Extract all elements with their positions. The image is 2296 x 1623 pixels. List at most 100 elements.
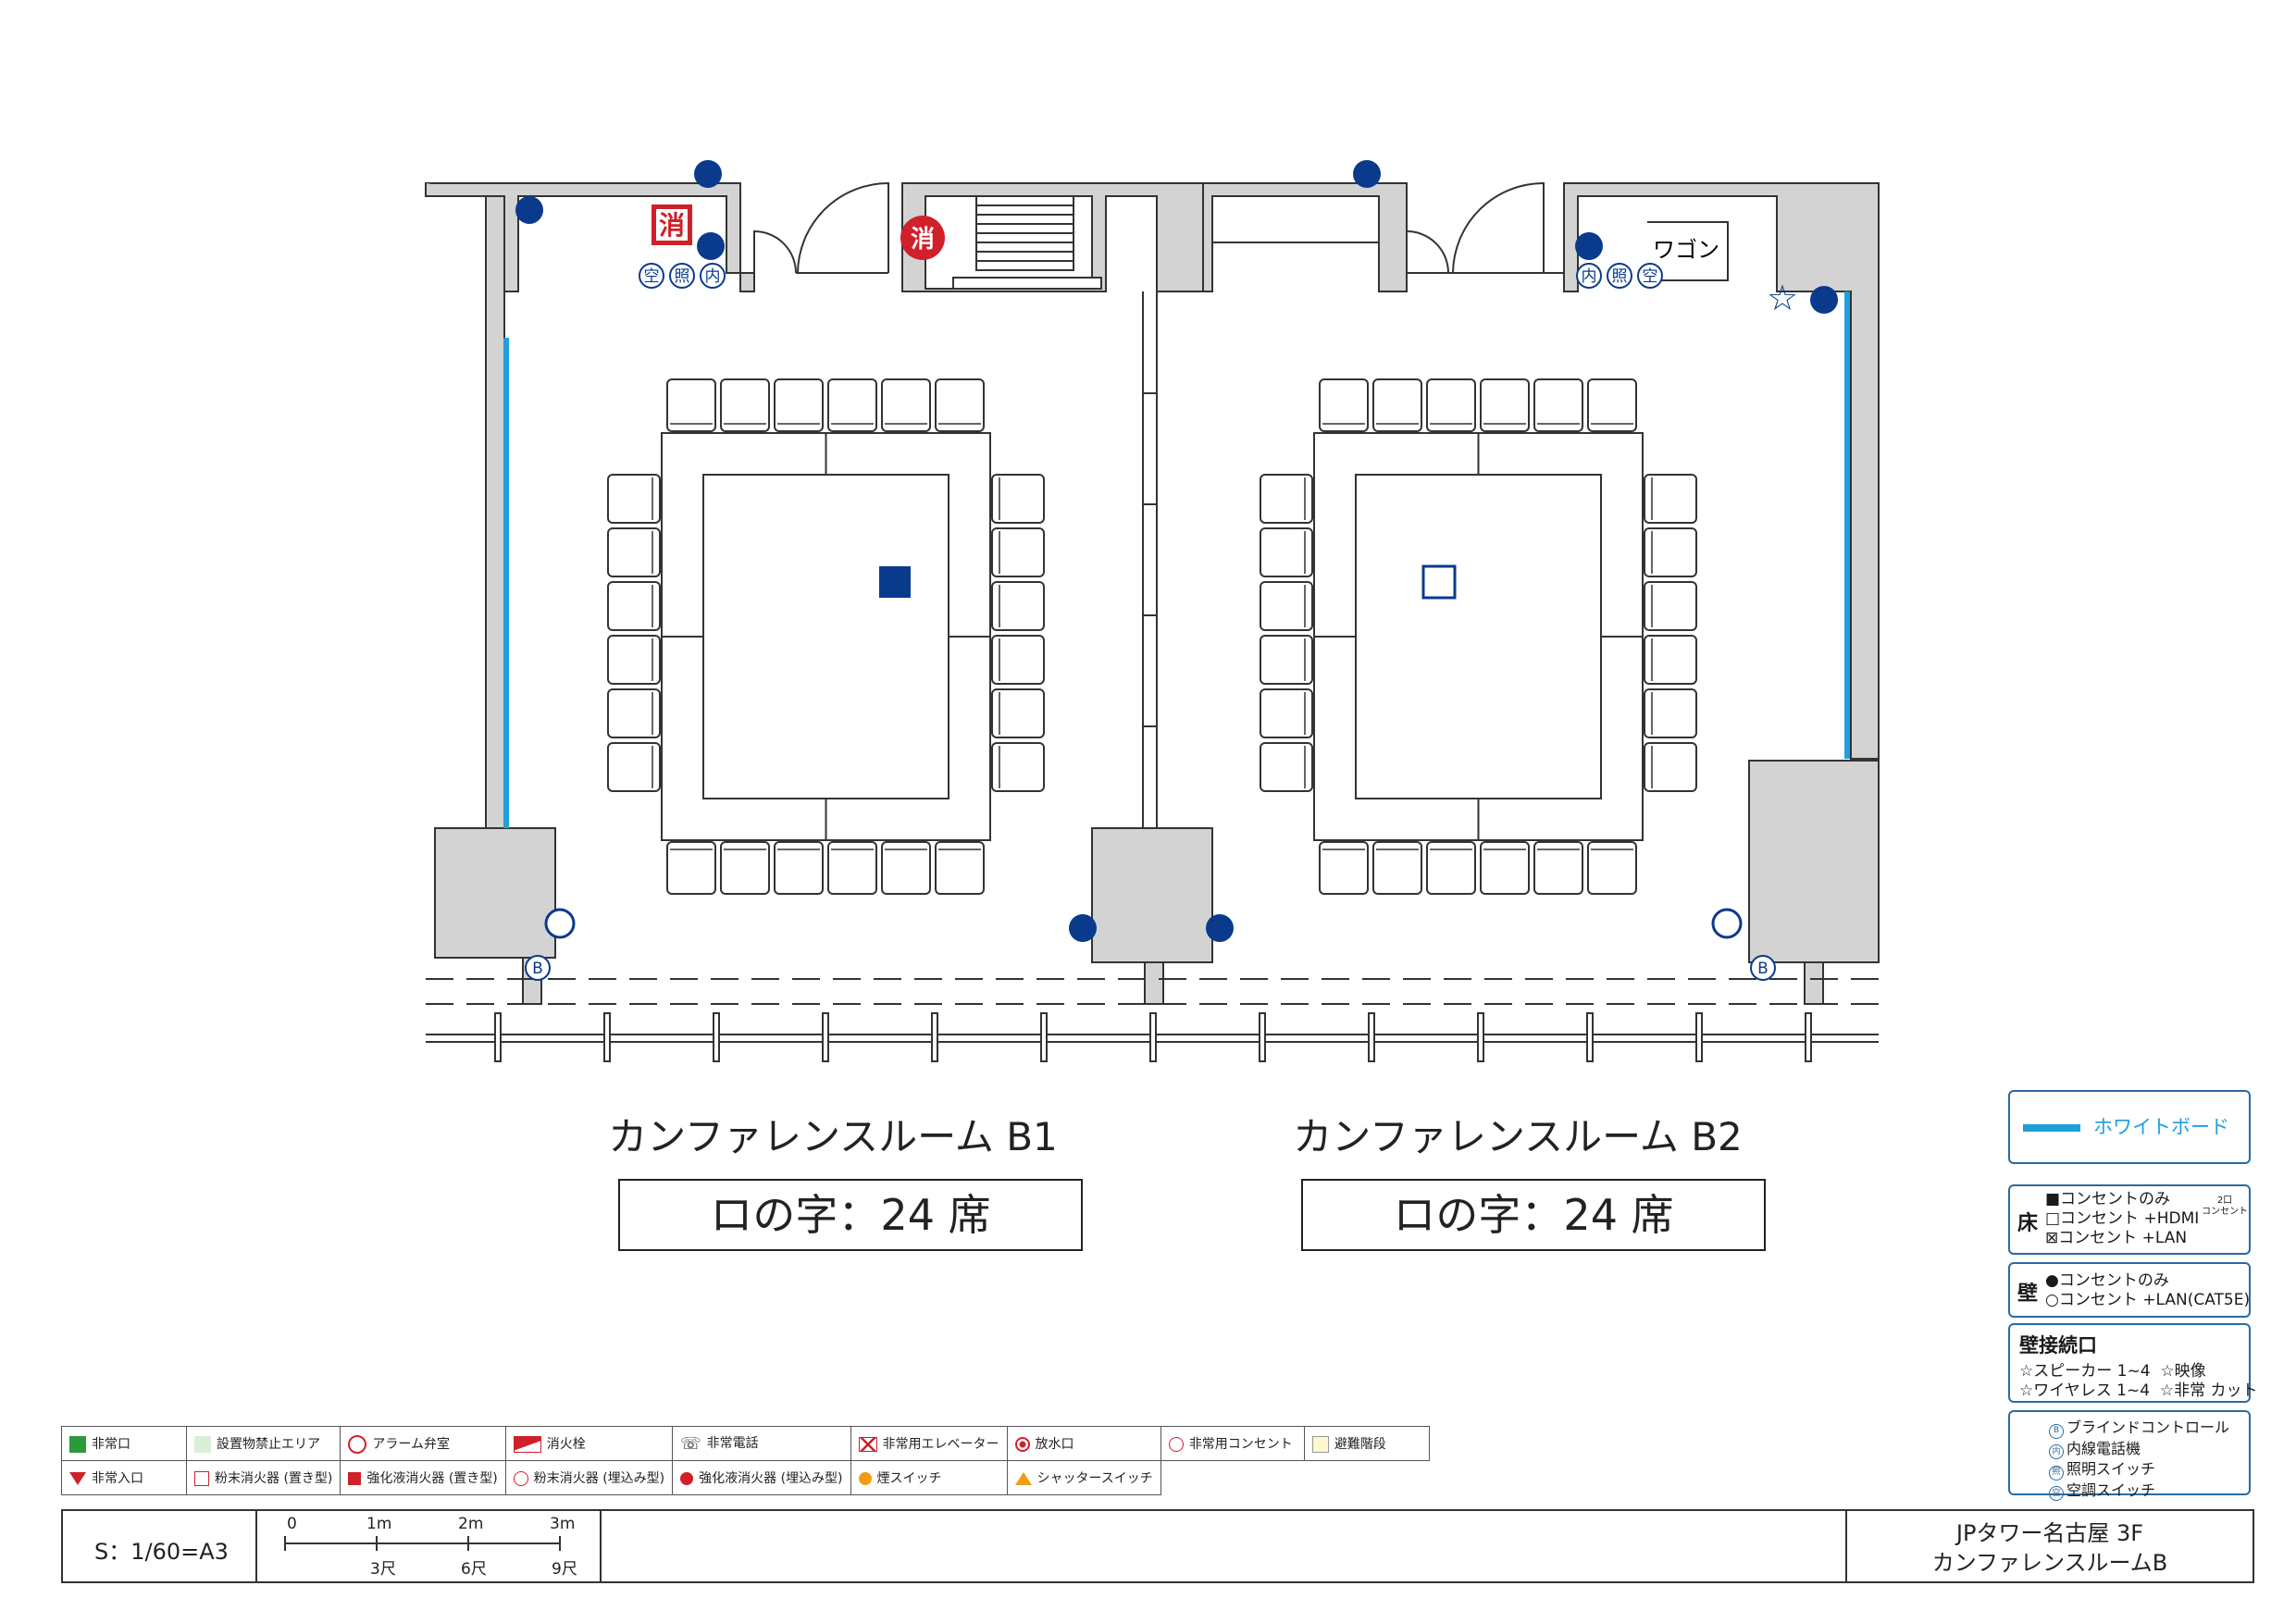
chair xyxy=(1319,841,1369,895)
blind-mark-right: B xyxy=(1757,960,1769,978)
shutter-switch-icon xyxy=(1014,1472,1032,1485)
room-title-b1: カンファレンスルーム B1 xyxy=(608,1114,1058,1159)
table-group-b1 xyxy=(607,378,1045,895)
wall-outlets-lan xyxy=(544,908,1743,939)
chair xyxy=(1426,378,1476,432)
pillar-right-stem xyxy=(1804,961,1824,1005)
fire-hydrant-legend-icon xyxy=(513,1436,541,1453)
chair xyxy=(1644,527,1697,577)
symbol-label: 非常口 xyxy=(92,1437,130,1452)
window-mullion xyxy=(1149,1012,1157,1062)
wall-outlet xyxy=(697,232,725,260)
symbol-cell: シャッタースイッチ xyxy=(1006,1460,1161,1495)
emergency-outlet-icon xyxy=(1168,1437,1184,1452)
legend-floor-note: 2口 コンセント xyxy=(2202,1196,2248,1218)
chair xyxy=(827,378,877,432)
symbol-cell: 放水口 xyxy=(1006,1426,1161,1461)
legend-floor-items: ■コンセントのみ □コンセント +HDMI ⊠コンセント +LAN xyxy=(2045,1190,2199,1248)
chair xyxy=(607,688,661,738)
chair xyxy=(991,527,1045,577)
legend-floor-item: □コンセント +HDMI xyxy=(2045,1209,2200,1228)
scale-tick-label: 2m xyxy=(458,1515,484,1533)
stair-lines xyxy=(952,195,1102,290)
chair xyxy=(607,581,661,631)
chair xyxy=(607,635,661,685)
powder-extinguisher-embedded-icon xyxy=(513,1471,528,1486)
alarm-valve-icon xyxy=(348,1434,367,1454)
symbol-cell: 設置物禁止エリア xyxy=(185,1426,341,1461)
chair xyxy=(1426,841,1476,895)
symbol-cell: 強化液消火器 (埋込み型) xyxy=(672,1460,851,1495)
scale-tick-label: 3m xyxy=(550,1515,576,1533)
powder-extinguisher-icon xyxy=(194,1471,209,1486)
door-left-b xyxy=(797,181,889,274)
chair xyxy=(666,378,716,432)
legend-floor-note-bottom: コンセント xyxy=(2202,1207,2248,1217)
wall-outlet xyxy=(1206,914,1234,942)
legend-wall-connection: 壁接続口 ☆スピーカー 1~4 ☆映像 ☆ワイヤレス 1~4 ☆非常 カット xyxy=(2008,1323,2257,1403)
legend-wall-head: 壁 xyxy=(2017,1282,2039,1306)
wall-outlets xyxy=(515,160,1838,942)
legend-wall-connection-row: ☆ワイヤレス 1~4 ☆非常 カット xyxy=(2019,1381,2257,1401)
window-mullion xyxy=(1805,1012,1812,1062)
chair xyxy=(991,635,1045,685)
legend-wall-connection-title: 壁接続口 xyxy=(2019,1334,2097,1357)
drawing-title-line1: JPタワー名古屋 3F xyxy=(1955,1520,2144,1546)
window-mullion xyxy=(822,1012,829,1062)
symbol-label: 強化液消火器 (埋込み型) xyxy=(699,1471,843,1486)
table-inner xyxy=(702,474,949,799)
legend-code-mark: B xyxy=(2049,1423,2064,1439)
pillar-center xyxy=(1091,827,1213,963)
legend-code-row: 照照明スイッチ xyxy=(2049,1459,2249,1481)
symbol-label: 避難階段 xyxy=(1334,1437,1386,1452)
symbol-label: 煙スイッチ xyxy=(876,1471,942,1486)
window-mullion xyxy=(1586,1012,1594,1062)
whiteboard-line-icon xyxy=(2023,1124,2080,1132)
wall-outlet-lan xyxy=(544,908,576,939)
chair xyxy=(1480,841,1530,895)
chair xyxy=(1533,841,1583,895)
symbol-cell: 非常用コンセント xyxy=(1160,1426,1305,1461)
symbol-label: 非常入口 xyxy=(92,1471,143,1486)
chair xyxy=(1372,378,1422,432)
chair xyxy=(1480,378,1530,432)
circle-light-label-r: 照 xyxy=(1612,267,1628,286)
chair xyxy=(607,527,661,577)
legend-code-mark: 内 xyxy=(2049,1444,2064,1459)
left-wall-strip xyxy=(485,195,505,836)
chair xyxy=(720,378,770,432)
window-mullion xyxy=(1040,1012,1048,1062)
chair xyxy=(881,378,931,432)
symbol-cell: ☏非常電話 xyxy=(672,1426,851,1461)
wall-outlet-lan xyxy=(1711,908,1743,939)
symbol-cell: 粉末消火器 (埋込み型) xyxy=(504,1460,674,1495)
symbol-cell: 非常入口 xyxy=(61,1460,187,1495)
legend-video: ☆映像 xyxy=(2160,1362,2206,1381)
symbol-label: 設置物禁止エリア xyxy=(217,1437,320,1452)
doors xyxy=(753,181,1564,274)
drawing-title: JPタワー名古屋 3F カンファレンスルームB xyxy=(1845,1511,2253,1581)
scale-cell: S：1/60=A3 xyxy=(63,1511,257,1581)
legend-code-label: 照明スイッチ xyxy=(2066,1460,2156,1478)
legend-floor-head: 床 xyxy=(2017,1212,2039,1235)
exit-icon xyxy=(69,1436,86,1453)
chair xyxy=(1644,474,1697,524)
floor-outlet-only xyxy=(879,566,911,598)
symbol-label: 粉末消火器 (置き型) xyxy=(215,1471,333,1486)
legend-whiteboard: ホワイトボード xyxy=(2008,1090,2251,1164)
whiteboard-left xyxy=(503,338,509,828)
wall-outlet xyxy=(515,196,543,224)
chair xyxy=(1372,841,1422,895)
chair xyxy=(774,841,824,895)
chair xyxy=(1260,581,1313,631)
fire-extinguisher-label: 消 xyxy=(911,226,935,254)
chair xyxy=(720,841,770,895)
scale-tick-label: 1m xyxy=(366,1515,392,1533)
chair xyxy=(827,841,877,895)
symbol-cell: 消火栓 xyxy=(504,1426,674,1461)
window-mullion xyxy=(931,1012,938,1062)
fire-hydrant-icon-inner xyxy=(656,209,688,241)
emergency-elevator-icon xyxy=(858,1437,877,1452)
symbol-label: 放水口 xyxy=(1035,1437,1074,1452)
circle-light-label: 照 xyxy=(675,267,690,286)
